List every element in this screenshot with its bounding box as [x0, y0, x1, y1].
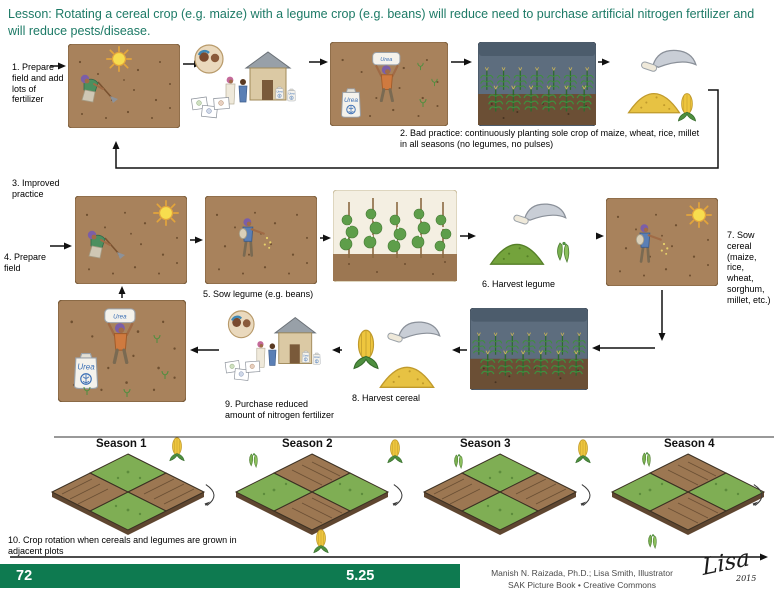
- rotation-arrow-icon: [196, 482, 230, 508]
- panel-legume-field: [333, 190, 457, 282]
- step3-label: 3. Improved practice: [12, 178, 60, 199]
- credit-line-2: SAK Picture Book • Creative Commons: [507, 580, 656, 591]
- footer-bar: 72 5.25: [0, 564, 460, 588]
- panel-maize-field-bad: [478, 42, 596, 126]
- signature-year: 2015: [736, 574, 757, 583]
- panel-harvest-cereal-good: [345, 314, 450, 392]
- sun-icon: [106, 46, 132, 72]
- market-scene: [225, 311, 320, 381]
- season-2-label: Season 2: [282, 438, 333, 450]
- step7-label: 7. Sow cereal (maize, rice, wheat, sorgh…: [727, 230, 771, 305]
- step1-label: 1. Prepare field and add lots of fertili…: [12, 62, 64, 105]
- panel-prepare-field-1: [68, 44, 180, 128]
- season-plot-3: [420, 450, 580, 538]
- bean-pods-icon: [556, 241, 570, 263]
- urea-bag-icon: [73, 352, 99, 390]
- step6-label: 6. Harvest legume: [482, 279, 556, 289]
- credits: Manish N. Raizada, Ph.D.; Lisa Smith, Il…: [462, 567, 702, 592]
- step9-label: 9. Purchase reduced amount of nitrogen f…: [225, 399, 335, 420]
- panel-sow-cereal: [606, 198, 718, 286]
- panel-sow-legume: [205, 196, 317, 284]
- sickle-icon: [386, 321, 441, 344]
- step10-label: 10. Crop rotation when cereals and legum…: [8, 535, 237, 556]
- corn-icon: [353, 329, 379, 370]
- panel-prepare-field-2: [75, 196, 187, 284]
- section-number: 5.25: [346, 568, 375, 584]
- market-scene: [191, 45, 295, 118]
- step2-label: 2. Bad practice: continuously planting s…: [400, 128, 700, 149]
- rotation-arrow-icon: [384, 482, 418, 508]
- panel-apply-fertilizer: [58, 300, 186, 402]
- sun-icon: [153, 200, 179, 226]
- bean-icon: [640, 450, 654, 470]
- panel-carry-fertilizer: [330, 42, 448, 126]
- soil-illustration: [205, 196, 317, 284]
- credit-line-1: Manish N. Raizada, Ph.D.; Lisa Smith, Il…: [491, 568, 673, 578]
- maize-field-illustration: [478, 42, 596, 126]
- step8-label: 8. Harvest cereal: [352, 393, 421, 403]
- corn-icon: [677, 93, 697, 122]
- legume-field-illustration: [333, 190, 457, 282]
- crop-plot-illustration: [611, 453, 765, 536]
- panel-harvest-legume: [478, 198, 594, 276]
- season-plot-1: [48, 450, 208, 538]
- panel-purchase-reduced: [222, 308, 330, 396]
- sickle-icon: [640, 49, 697, 73]
- bean-icon: [646, 532, 660, 552]
- season-1-label: Season 1: [96, 438, 147, 450]
- rotation-arrow-icon: [744, 482, 776, 508]
- illustrator-signature: Lisa 2015: [702, 545, 774, 583]
- season-4-label: Season 4: [664, 438, 715, 450]
- step5-label: 5. Sow legume (e.g. beans): [203, 289, 314, 299]
- lesson-title: Lesson: Rotating a cereal crop (e.g. mai…: [8, 7, 755, 38]
- grain-pile-icon: [379, 366, 435, 389]
- urea-bag-icon: [340, 88, 362, 118]
- corn-icon: [574, 438, 592, 464]
- grain-pile-icon: [627, 92, 681, 114]
- corn-icon: [168, 436, 186, 462]
- crop-plot-illustration: [51, 453, 205, 536]
- sickle-icon: [512, 203, 567, 226]
- season-3-label: Season 3: [460, 438, 511, 450]
- maize-field-illustration: [470, 308, 588, 390]
- step4-label: 4. Prepare field: [4, 252, 47, 273]
- sun-icon: [686, 202, 712, 228]
- corn-icon: [386, 438, 404, 464]
- corn-icon: [312, 528, 330, 554]
- rotation-arrow-icon: [572, 482, 606, 508]
- bean-icon: [452, 452, 466, 472]
- crop-plot-illustration: [423, 453, 577, 536]
- panel-maize-field-good: [470, 308, 588, 390]
- legume-pile-icon: [489, 243, 545, 265]
- bean-icon: [247, 451, 261, 471]
- panel-harvest-cereal-bad: [610, 44, 706, 128]
- page-number: 72: [16, 568, 33, 584]
- panel-purchase-fertilizer: [188, 42, 306, 134]
